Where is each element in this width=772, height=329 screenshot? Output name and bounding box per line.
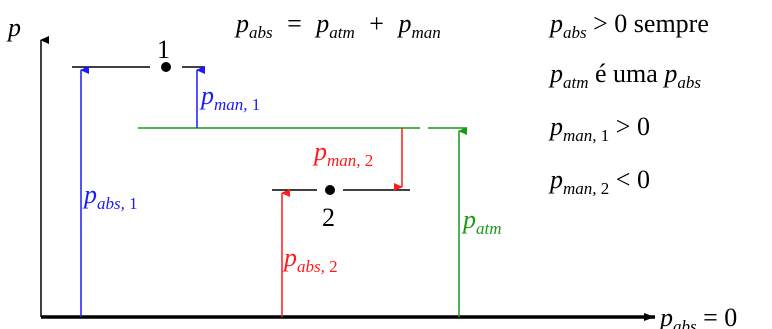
point-2-label: 2 [322,203,335,232]
x-axis-label: pabs = 0 [658,303,737,329]
pman1-label: pman, 1 [199,81,260,114]
patm-label: patm [461,205,502,238]
y-axis-label: p [6,13,21,42]
point-2-dot [325,185,335,195]
pman2-label: pman, 2 [312,137,373,170]
point-1-label: 1 [157,35,170,64]
note-patm-is-pabs: patm é uma pabs [548,59,701,92]
note-pabs-positive: pabs > 0 sempre [548,9,709,42]
pabs2-label: pabs, 2 [282,243,338,276]
note-pman1-positive: pman, 1 > 0 [548,112,650,145]
point-1-dot [161,62,171,72]
pabs1-label: pabs, 1 [82,180,138,213]
note-pman2-negative: pman, 2 < 0 [548,165,650,198]
equation: pabs = patm + pman [234,9,441,44]
